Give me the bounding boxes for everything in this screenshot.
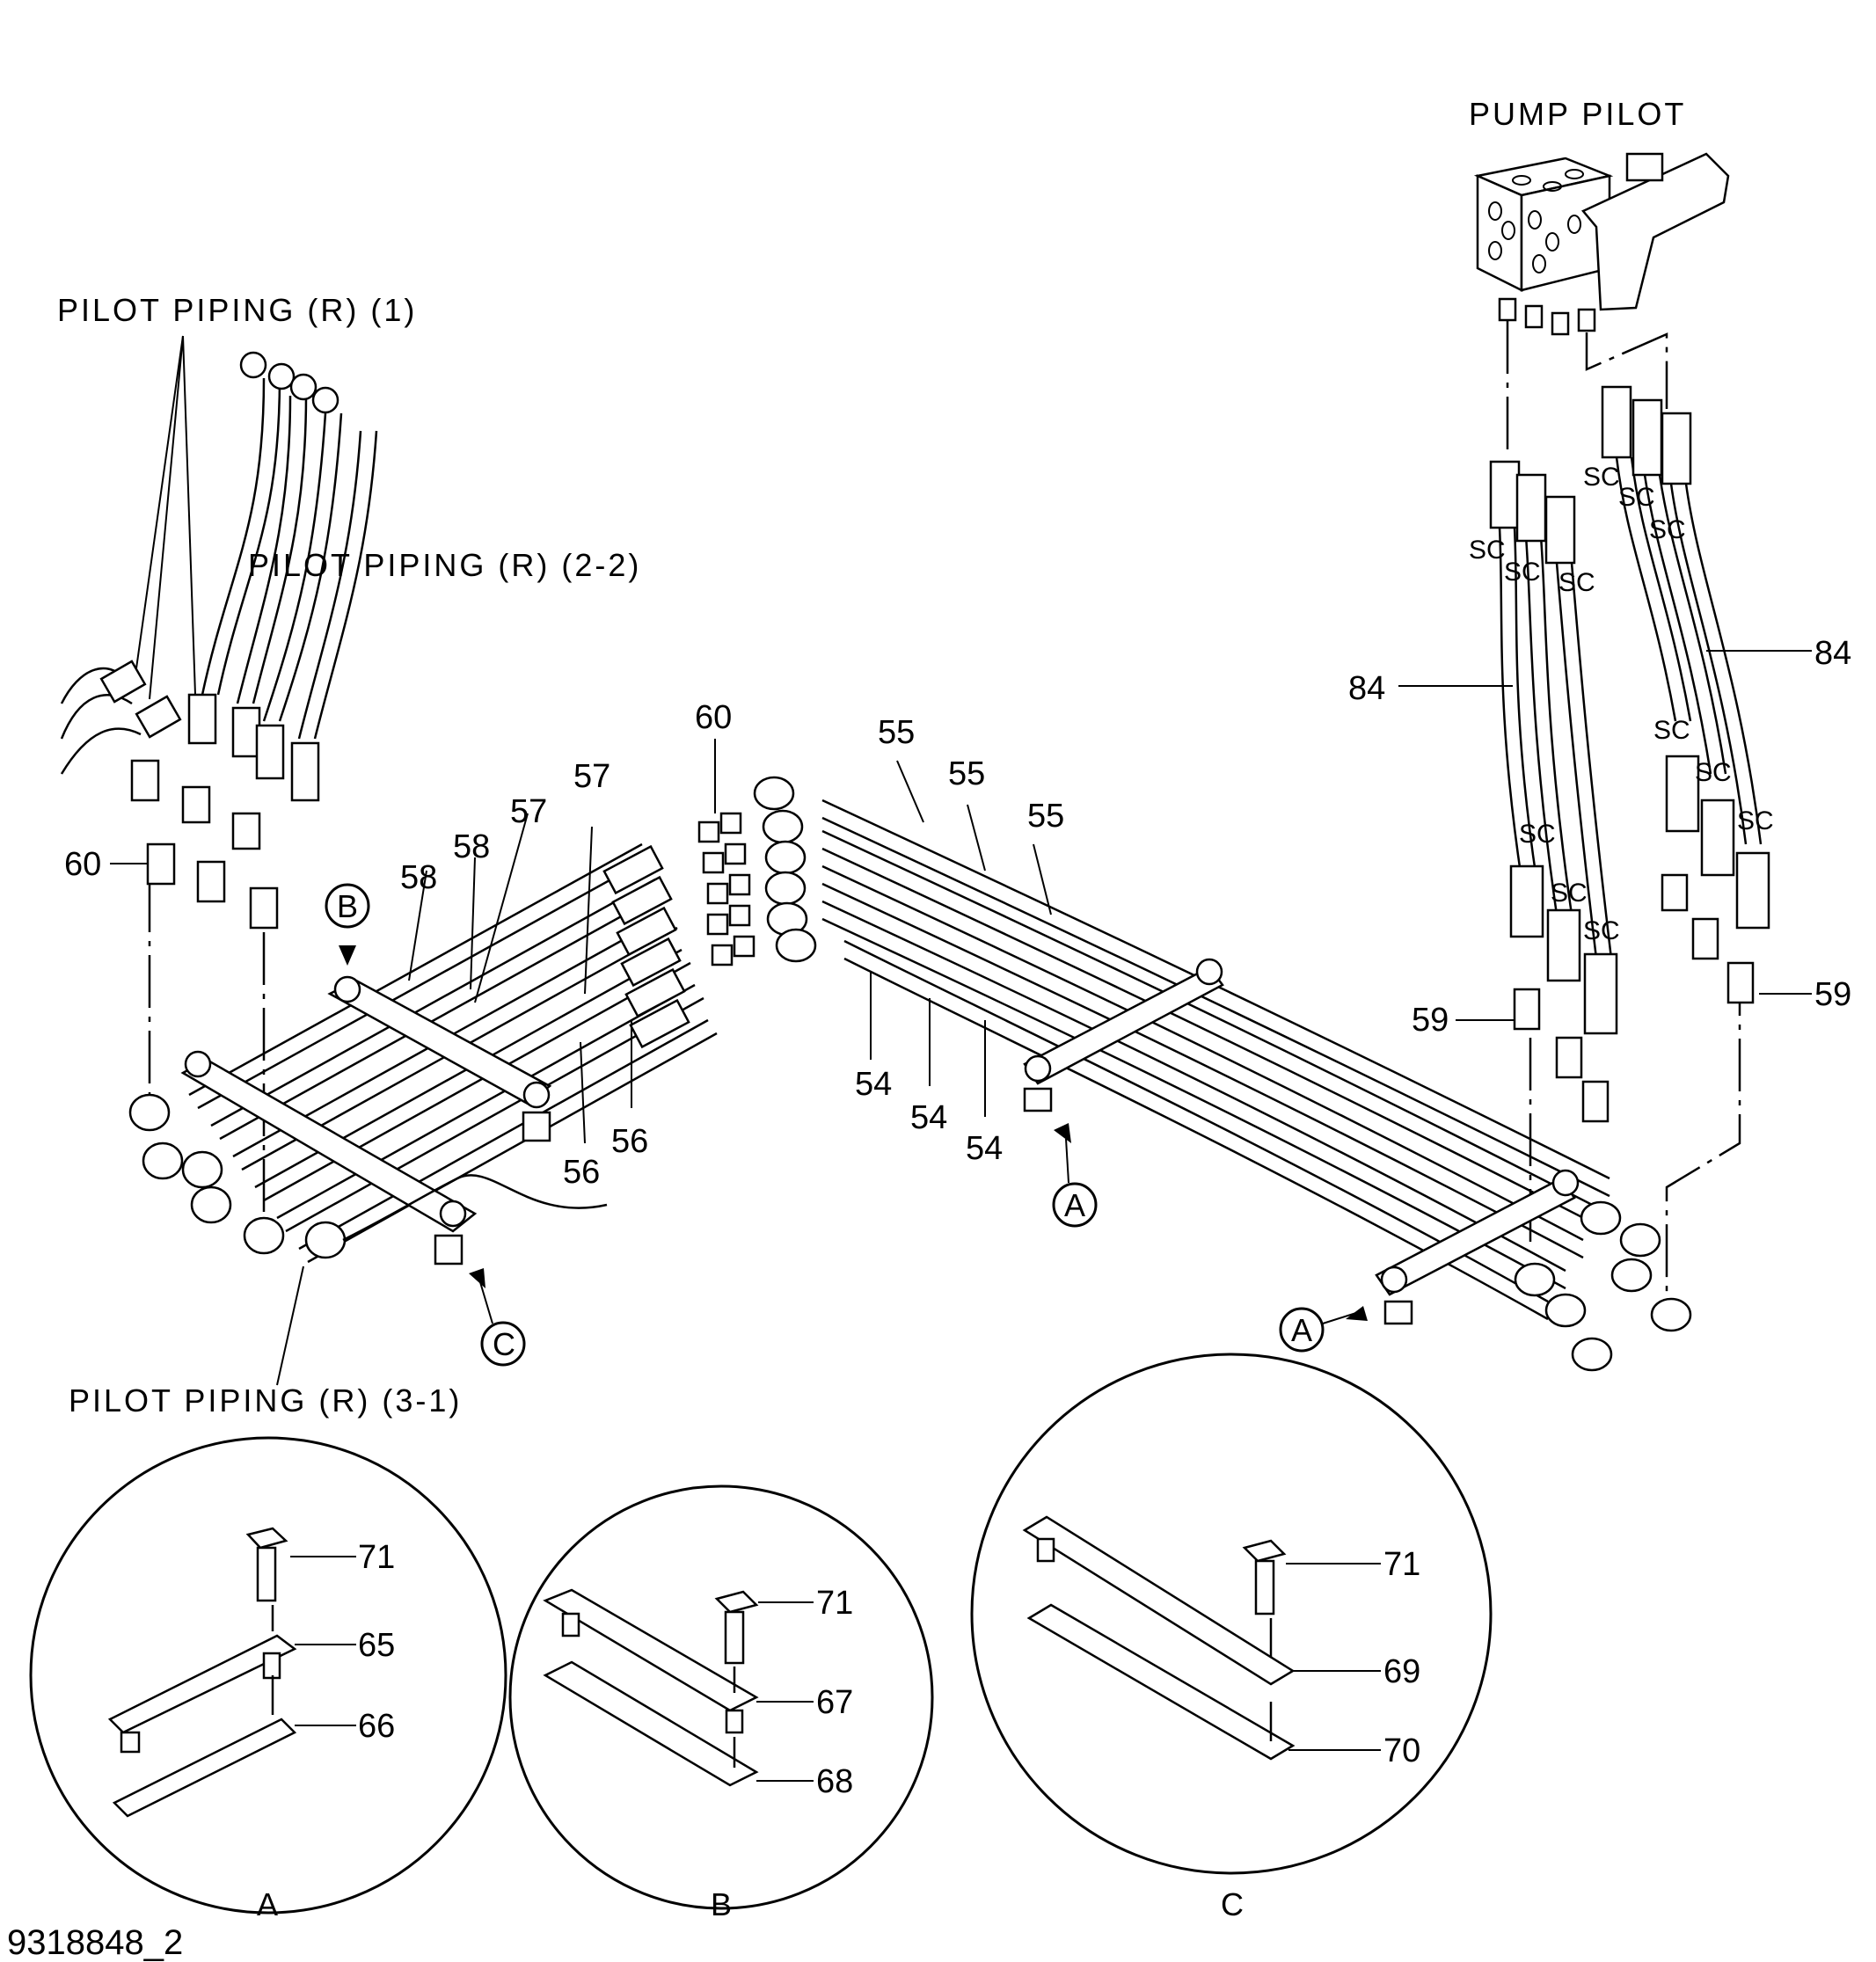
- sc-marker: SC: [1695, 758, 1732, 787]
- part-label-58: 58: [453, 828, 490, 865]
- drawing-code: 9318848_2: [7, 1923, 183, 1962]
- detail-view-b: [508, 1484, 934, 1910]
- label-pilot-piping-r31: PILOT PIPING (R) (3-1): [69, 1382, 462, 1419]
- hose-group-84-left: [1489, 460, 1618, 1035]
- part-label-54: 54: [966, 1130, 1003, 1167]
- clamp-a-center: [1023, 958, 1224, 1112]
- sc-fitting-markers: SC SC SC SC SC SC SC SC SC SC SC SC: [1469, 463, 1774, 945]
- view-ref-c: C: [493, 1326, 515, 1362]
- part-label-60: 60: [64, 846, 101, 883]
- part-label-84: 84: [1814, 635, 1851, 672]
- label-pump-pilot: PUMP PILOT: [1469, 96, 1686, 132]
- detail-view-a: [29, 1436, 507, 1915]
- part-label-66: 66: [358, 1708, 395, 1745]
- sc-marker: SC: [1519, 820, 1556, 849]
- part-label-56: 56: [611, 1123, 648, 1160]
- part-label-70: 70: [1383, 1732, 1420, 1769]
- detail-caption-b: B: [711, 1886, 732, 1922]
- sc-marker: SC: [1583, 463, 1620, 492]
- sc-marker: SC: [1504, 558, 1541, 587]
- part-label-58: 58: [400, 859, 437, 896]
- part-label-65: 65: [358, 1627, 395, 1664]
- elbow-fittings-left: [128, 1093, 347, 1259]
- clamp-b: [327, 975, 552, 1142]
- pump-pilot-valve-block: [1473, 152, 1730, 336]
- sc-marker: SC: [1558, 568, 1595, 597]
- detail-view-c: [970, 1353, 1493, 1875]
- sc-marker: SC: [1653, 716, 1690, 745]
- part-label-71: 71: [816, 1585, 853, 1622]
- part-label-69: 69: [1383, 1653, 1420, 1690]
- view-ref-callouts: [325, 883, 1368, 1367]
- routing-centerlines: [148, 321, 1741, 1293]
- hose-group-84-right: [1601, 385, 1770, 930]
- sc-marker: SC: [1618, 483, 1655, 512]
- label-pilot-piping-r1: PILOT PIPING (R) (1): [57, 292, 417, 328]
- fittings-60-center: [697, 812, 756, 966]
- part-label-84: 84: [1348, 670, 1385, 707]
- sc-marker: SC: [1583, 916, 1620, 945]
- part-label-54: 54: [910, 1099, 947, 1136]
- part-label-59: 59: [1814, 976, 1851, 1013]
- part-label-71: 71: [358, 1539, 395, 1576]
- sc-marker: SC: [1469, 536, 1506, 565]
- part-label-60: 60: [695, 699, 732, 736]
- part-label-55: 55: [1027, 798, 1064, 835]
- part-leader-lines: [110, 650, 1812, 1144]
- part-label-57: 57: [573, 758, 610, 795]
- part-label-71: 71: [1383, 1546, 1420, 1583]
- elbow-fittings-center: [753, 776, 817, 963]
- fittings-59-right: [1513, 873, 1755, 1123]
- view-ref-a: A: [1291, 1312, 1312, 1348]
- clamp-a-right: [1375, 1169, 1580, 1325]
- pipe-bundle-54-55: [821, 799, 1610, 1321]
- detail-caption-a: A: [257, 1886, 278, 1922]
- pilot-hoses-left: [60, 351, 378, 802]
- pilot-piping-r31-line: [342, 1174, 608, 1242]
- sc-marker: SC: [1551, 879, 1588, 908]
- part-number-labels: 84 84 59 59 60 60 55 55 55 54 54 54 56 5…: [64, 635, 1851, 1800]
- view-ref-a: A: [1064, 1187, 1085, 1223]
- detail-caption-c: C: [1221, 1886, 1244, 1922]
- part-label-55: 55: [948, 755, 985, 792]
- label-pilot-piping-r22: PILOT PIPING (R) (2-2): [248, 547, 641, 583]
- elbow-fittings-right: [1514, 1200, 1692, 1372]
- view-ref-letters: B A A C A B C: [257, 888, 1312, 1922]
- clamp-c: [180, 1050, 478, 1265]
- part-label-56: 56: [563, 1154, 600, 1191]
- leader-lines-r1: [135, 335, 304, 1386]
- part-label-59: 59: [1412, 1002, 1449, 1039]
- sc-marker: SC: [1649, 515, 1686, 544]
- part-label-67: 67: [816, 1684, 853, 1721]
- pipe-end-sleeves: [602, 844, 690, 1049]
- part-label-57: 57: [510, 793, 547, 830]
- part-label-68: 68: [816, 1763, 853, 1800]
- sc-marker: SC: [1737, 806, 1774, 835]
- part-label-55: 55: [878, 714, 915, 751]
- view-ref-b: B: [337, 888, 358, 924]
- part-label-54: 54: [855, 1066, 892, 1103]
- fittings-60-left: [130, 759, 279, 930]
